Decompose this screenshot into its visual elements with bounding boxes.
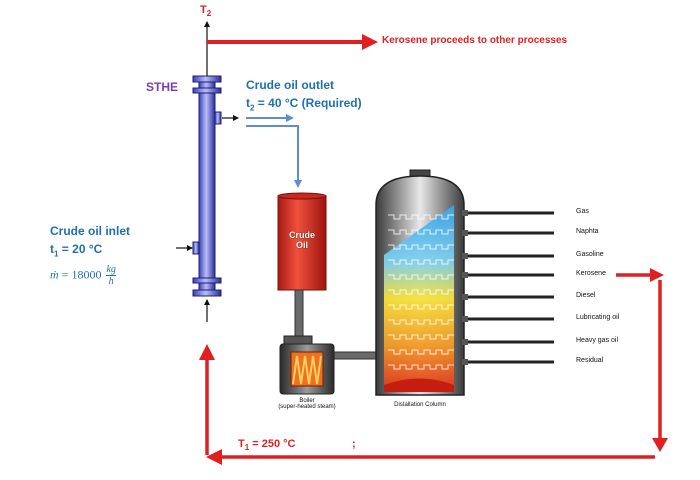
product-outlet-pipes [462, 210, 554, 365]
pipe-flange [462, 359, 468, 365]
tray [388, 319, 454, 325]
product-label: Gasoline [576, 251, 604, 258]
crude-outlet-temp: t2 = 40 °C (Required) [246, 96, 362, 113]
crude-inlet-temp: t1 = 20 °C [50, 242, 103, 259]
outlet-pipe [464, 254, 554, 258]
tray [388, 349, 454, 355]
pipe-flange [462, 230, 468, 236]
tray [388, 229, 454, 235]
crude-outlet-title: Crude oil outlet [246, 78, 334, 92]
sthe-label: STHE [146, 80, 179, 94]
return-temp-label: T1 = 250 °C [238, 438, 296, 453]
tray [388, 259, 454, 265]
heat-exchanger [176, 75, 239, 322]
boiler-label: Boiler(super-heated steam) [278, 398, 336, 410]
outlet-pipe [464, 231, 554, 235]
pipe-flange [462, 316, 468, 322]
pipe-flange [462, 253, 468, 259]
product-label: Gas [576, 208, 589, 215]
pipe-flange [462, 210, 468, 216]
kerosene-outlet-stream [204, 21, 378, 78]
product-label: Diesel [576, 292, 596, 299]
outlet-pipe [464, 273, 554, 277]
column-trays [388, 214, 454, 370]
tray [388, 334, 454, 340]
product-label: Residual [576, 357, 604, 364]
crude-inlet-flowrate: ṁ = 18000 kg h [50, 264, 116, 287]
outlet-pipe [464, 211, 554, 215]
return-trailing-mark: ; [352, 438, 356, 450]
distillation-column [375, 169, 465, 396]
crude-outlet-arrows [246, 114, 302, 188]
product-label: Kerosene [576, 270, 606, 277]
tray [388, 304, 454, 310]
pipe-flange [462, 339, 468, 345]
product-label: Heavy gas oil [576, 337, 619, 344]
outlet-pipe [464, 317, 554, 321]
crude-inlet-title: Crude oil inlet [50, 224, 131, 238]
pipe-flange [462, 272, 468, 278]
boiler [279, 335, 335, 395]
kerosene-destination-label: Kerosene proceeds to other processes [382, 35, 568, 46]
pipe-flange [462, 294, 468, 300]
outlet-pipe [464, 295, 554, 299]
tray [388, 214, 454, 220]
tray [388, 289, 454, 295]
tray [388, 274, 454, 280]
outlet-pipe [464, 340, 554, 344]
crude-oil-tank [277, 192, 327, 291]
column-label: Distallation Column [394, 402, 446, 408]
tray [388, 364, 454, 370]
tray [388, 244, 454, 250]
product-label: Naphta [576, 228, 599, 235]
top-stream-label: T2 [200, 4, 212, 19]
outlet-pipe [464, 360, 554, 364]
product-label: Lubricating oil [576, 314, 620, 321]
kerosene-recycle-loop [199, 268, 668, 465]
